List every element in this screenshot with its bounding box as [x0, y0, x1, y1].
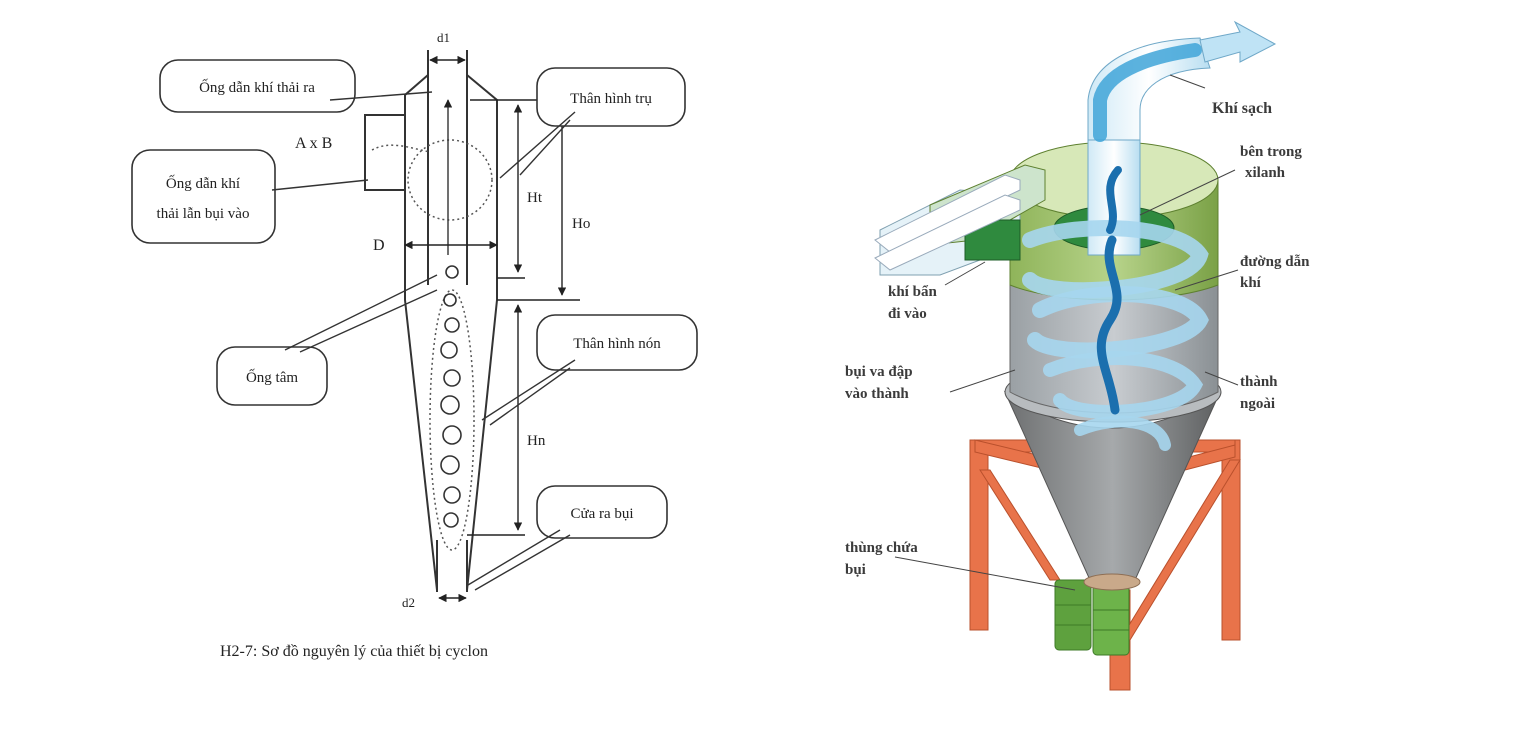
Ho-label: Ho	[572, 216, 590, 232]
label-dust-hits-2: vào thành	[845, 386, 909, 402]
label-gas-path-1: đường dẫn	[1240, 254, 1310, 270]
swirl-flow-arrows	[1022, 166, 1209, 451]
label-outer-wall-1: thành	[1240, 374, 1278, 390]
label-clean-air: Khí sạch	[1212, 100, 1272, 117]
callout-cone-body: Thân hình nón	[481, 314, 698, 426]
label-dust-bin-2: bụi	[845, 562, 866, 578]
Ht-label: Ht	[527, 190, 543, 206]
callout-center-pipe: Ống tâm	[216, 274, 438, 406]
pointer-lines	[894, 74, 1239, 591]
callout-dust-outlet-text: Cửa ra bụi	[570, 506, 633, 522]
label-gas-path-2: khí	[1240, 275, 1262, 291]
callout-center-pipe-text: Ống tâm	[246, 368, 298, 386]
label-dirty-in-1: khí bẩn	[888, 284, 937, 300]
label-outer-wall-2: ngoài	[1240, 396, 1275, 412]
label-dirty-in-2: đi vào	[888, 306, 927, 322]
callout-dust-outlet: Cửa ra bụi	[467, 485, 668, 591]
inner-vortex-circles	[440, 265, 462, 528]
cutaway-illustration: Khí sạch bên trong xilanh đường dẫn khí …	[845, 20, 1310, 691]
callout-cylinder-body: Thân hình trụ	[499, 67, 686, 179]
label-dust-hits-1: bụi va đập	[845, 364, 913, 380]
callout-inlet-pipe: Ống dẫn khí thải lẫn bụi vào	[131, 149, 369, 244]
callout-inlet-pipe-line2: thải lẫn bụi vào	[157, 206, 250, 222]
inlet-duct	[874, 164, 1046, 276]
vortex-path	[371, 139, 493, 551]
axb-label: A x B	[295, 135, 332, 152]
d2-label: d2	[402, 595, 415, 610]
figure-caption: H2-7: Sơ đồ nguyên lý của thiết bị cyclo…	[220, 643, 488, 660]
schematic-diagram: d1 D A x B Ht Ho Hn d2 Ống dẫn khí thải …	[131, 30, 698, 660]
cyclone-outline	[364, 50, 498, 592]
D-label: D	[373, 237, 385, 254]
callout-cylinder-body-text: Thân hình trụ	[570, 91, 652, 107]
d1-label: d1	[437, 30, 450, 45]
callout-cone-body-text: Thân hình nón	[573, 336, 661, 352]
label-dust-bin-1: thùng chứa	[845, 540, 918, 556]
Hn-label: Hn	[527, 433, 546, 449]
height-dimensions	[467, 99, 580, 536]
dust-bins	[1054, 573, 1141, 656]
label-inside-cylinder-2: xilanh	[1245, 165, 1286, 181]
callout-outlet-pipe-text: Ống dẫn khí thải ra	[199, 78, 315, 96]
label-inside-cylinder-1: bên trong	[1240, 144, 1302, 160]
callout-outlet-pipe: Ống dẫn khí thải ra	[159, 59, 433, 113]
callout-inlet-pipe-line1: Ống dẫn khí	[166, 174, 240, 192]
